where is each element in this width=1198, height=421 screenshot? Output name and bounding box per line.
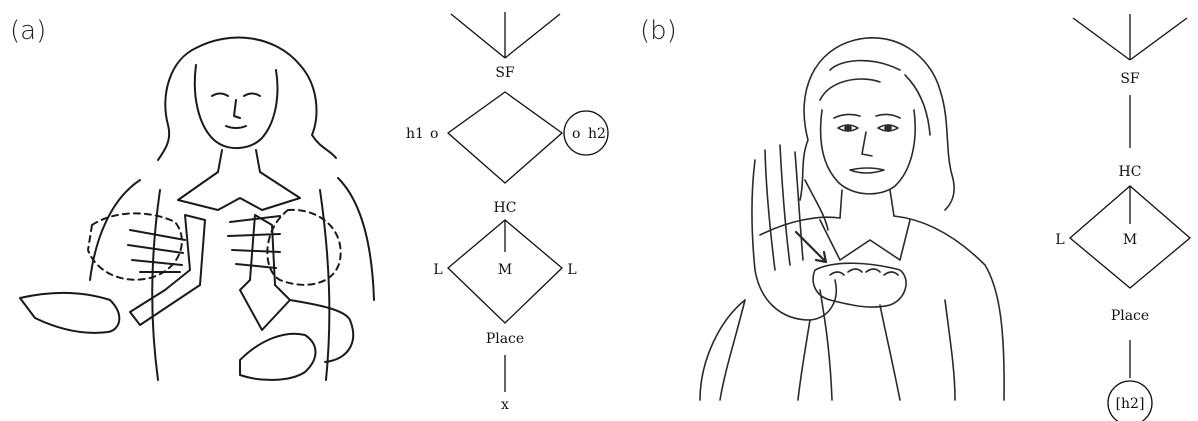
signer-b-neck (839, 189, 895, 219)
signer-a-arrow-left (129, 214, 206, 326)
tree-a-sf: SF (495, 65, 515, 81)
panel-b-label: (b) (640, 16, 677, 46)
signer-b-illustration (699, 37, 1005, 401)
tree-b-l-left: L (1055, 232, 1064, 248)
tree-b-h2: [h2] (1116, 396, 1145, 412)
tree-a-diamond-upper (446, 91, 564, 184)
tree-b-place: Place (1111, 308, 1149, 324)
tree-b (1068, 14, 1192, 421)
signer-a-eyes (211, 92, 261, 97)
tree-b-m: M (1123, 232, 1137, 248)
tree-a-labels: SF h1 o o h2 HC L M L Place x (406, 65, 606, 413)
signer-a-neck (217, 149, 261, 173)
signer-a-dashed-hand-right (266, 208, 342, 286)
signer-b-eyes (837, 124, 899, 132)
tree-b-sf-branch-left (1072, 17, 1131, 61)
tree-b-diamond (1068, 185, 1192, 289)
tree-a-l-right: L (567, 262, 576, 278)
tree-b-labels: SF HC L M Place [h2] (1055, 71, 1149, 412)
signer-a-hair (157, 36, 337, 161)
signer-a-collar (177, 171, 301, 211)
tree-a-x: x (501, 397, 509, 413)
tree-a-l-left: L (433, 262, 442, 278)
signer-b-pupil-left (844, 124, 852, 132)
signer-b-nose (861, 131, 873, 157)
signer-b-body (699, 299, 956, 401)
panel-a-label: (a) (10, 16, 47, 46)
tree-a-m: M (498, 262, 512, 278)
tree-b-hc: HC (1119, 164, 1142, 180)
signer-a-face (193, 64, 279, 149)
signer-b-forearm (719, 299, 811, 401)
signer-b-collar (819, 219, 911, 261)
signer-b-brows (833, 113, 901, 119)
signer-a-lower-hand-left (19, 291, 121, 334)
tree-a-o-right: o (572, 126, 580, 142)
signer-a-illustration (19, 36, 375, 381)
signer-b-shoulders (759, 215, 1005, 401)
signer-a-nose-mouth (225, 99, 247, 129)
signer-a-arrow-right (239, 214, 291, 331)
signer-a-lower-hand-right (239, 332, 317, 381)
signer-b-hair (799, 37, 955, 211)
signer-a-torso (89, 177, 375, 381)
tree-a (446, 12, 609, 392)
signer-b-arrow (794, 230, 828, 264)
signer-a-fingers-left (127, 229, 186, 273)
tree-a-sf-branch-right (504, 13, 561, 59)
tree-b-h2-circle (1107, 380, 1153, 421)
signer-b-knuckles (829, 268, 899, 276)
tree-a-hc: HC (494, 200, 517, 216)
tree-a-h2-circle (563, 110, 609, 156)
tree-a-place: Place (486, 331, 524, 347)
signer-b-face (819, 109, 916, 195)
tree-a-h2: h2 (588, 126, 606, 142)
tree-b-sf-branch-right (1129, 17, 1188, 61)
signer-b-mouth (849, 167, 885, 174)
signer-a-dashed-hand-left (87, 212, 183, 281)
signer-b-open-hand (751, 144, 837, 321)
tree-a-diamond-lower (447, 219, 563, 324)
tree-a-o-left: o (430, 126, 438, 142)
signer-b-pupil-right (884, 124, 892, 132)
tree-a-h1: h1 (406, 126, 424, 142)
signer-b-hair-strands (819, 59, 931, 136)
tree-a-sf-branch-left (450, 13, 506, 59)
signer-b-clasped-hands (812, 262, 907, 401)
tree-b-sf: SF (1120, 71, 1140, 87)
signer-a-sleeve-right (289, 299, 355, 363)
